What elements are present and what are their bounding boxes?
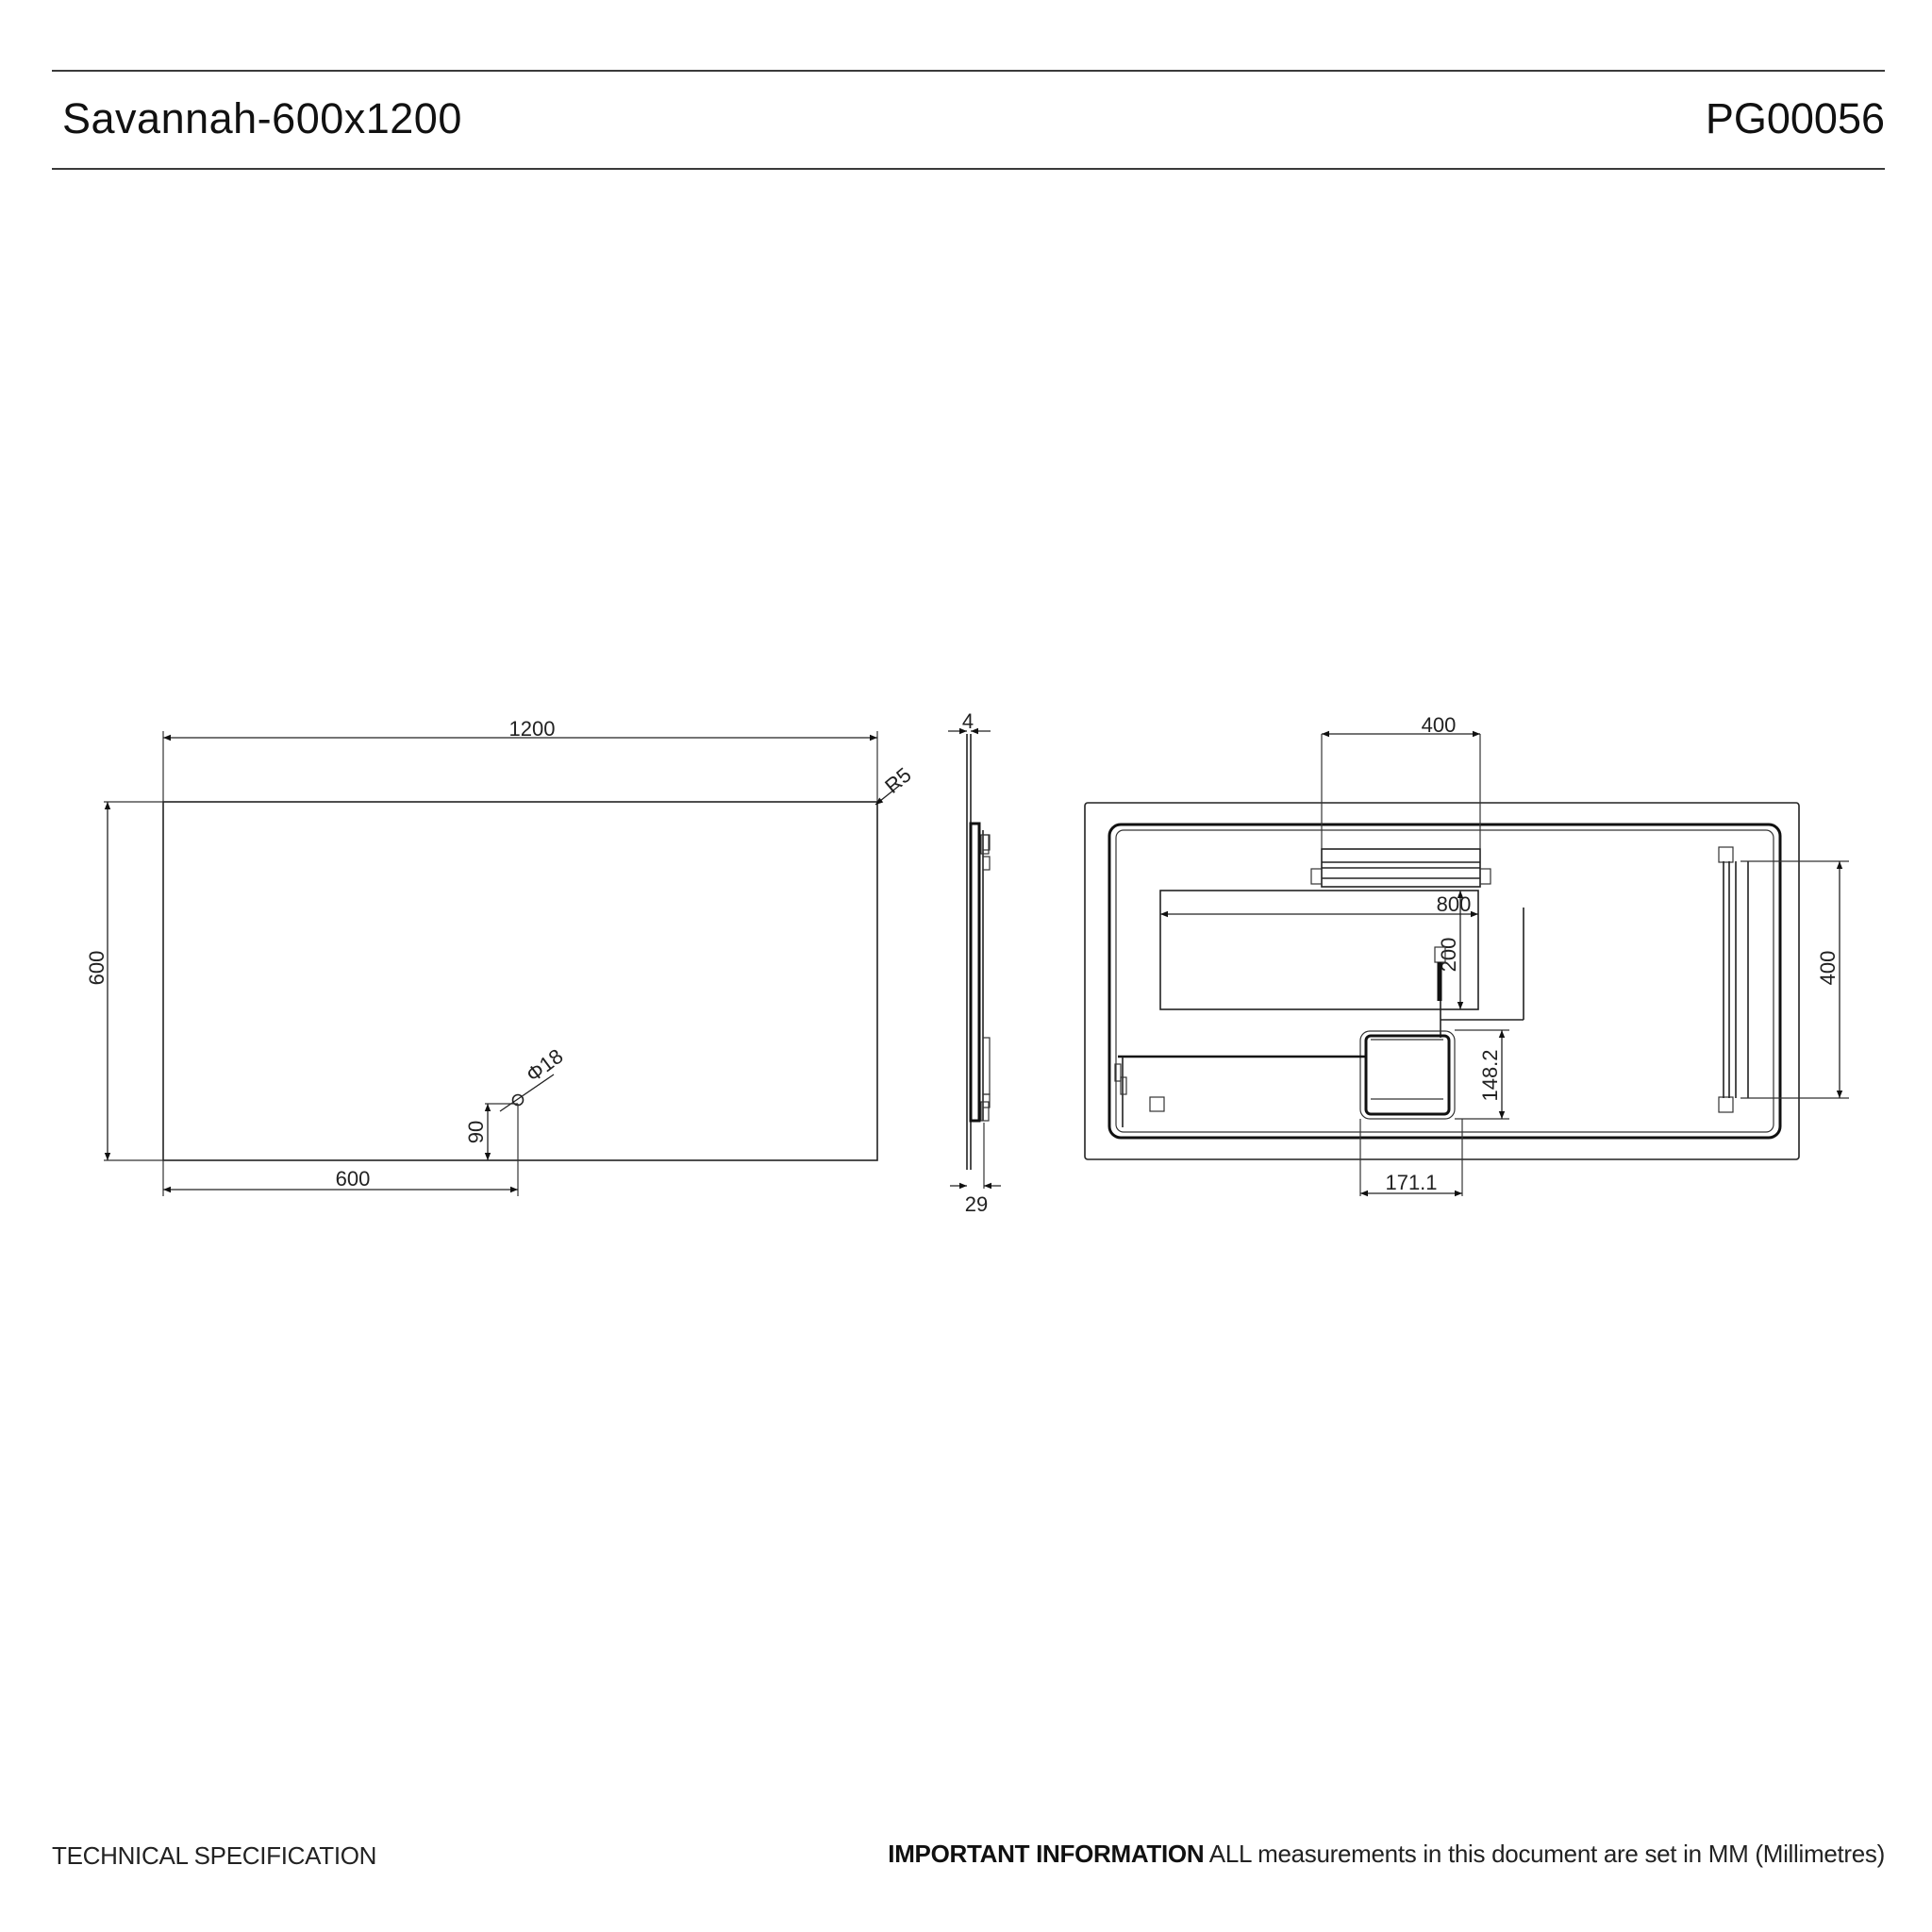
footer-important-info: IMPORTANT INFORMATION ALL measurements i… [888,1840,1885,1869]
dim-height-600: 600 [85,951,108,986]
dim-radius-r5: R5 [880,763,916,798]
mirror-outline [162,801,878,1161]
driver-box [1359,1030,1456,1120]
dim-top-bracket-width: 400 [1422,713,1457,737]
header-bottom-rule [52,168,1885,170]
back-view: 400 800 200 148.2 171.1 [1084,713,1849,1197]
led-frame [1108,823,1782,1140]
back-outline [1084,802,1800,1160]
dim-box-width: 171.1 [1385,1171,1437,1194]
frame-profile [969,822,981,1123]
sensor-square [1149,1096,1165,1112]
dim-hole-from-bottom: 90 [464,1121,488,1143]
dim-total-depth: 29 [965,1192,988,1216]
dim-box-height: 148.2 [1478,1049,1502,1101]
dim-hole-from-left: 600 [336,1167,371,1191]
important-text: ALL measurements in this document are se… [1204,1840,1886,1868]
product-title: Savannah-600x1200 [62,94,462,142]
important-label: IMPORTANT INFORMATION [888,1840,1205,1868]
dim-glass-thickness: 4 [962,709,974,733]
header-top-rule [52,70,1885,72]
demister-panel [1159,890,1479,1010]
side-view: 4 29 [948,709,1001,1216]
product-code: PG00056 [1705,94,1885,142]
dim-side-bracket-height: 400 [1816,951,1840,986]
front-view: 1200 R5 600 Φ18 90 600 [85,717,916,1196]
footer-technical-spec: TECHNICAL SPECIFICATION [52,1841,377,1870]
dim-width-1200: 1200 [509,717,556,741]
dim-panel-width: 800 [1437,892,1472,916]
